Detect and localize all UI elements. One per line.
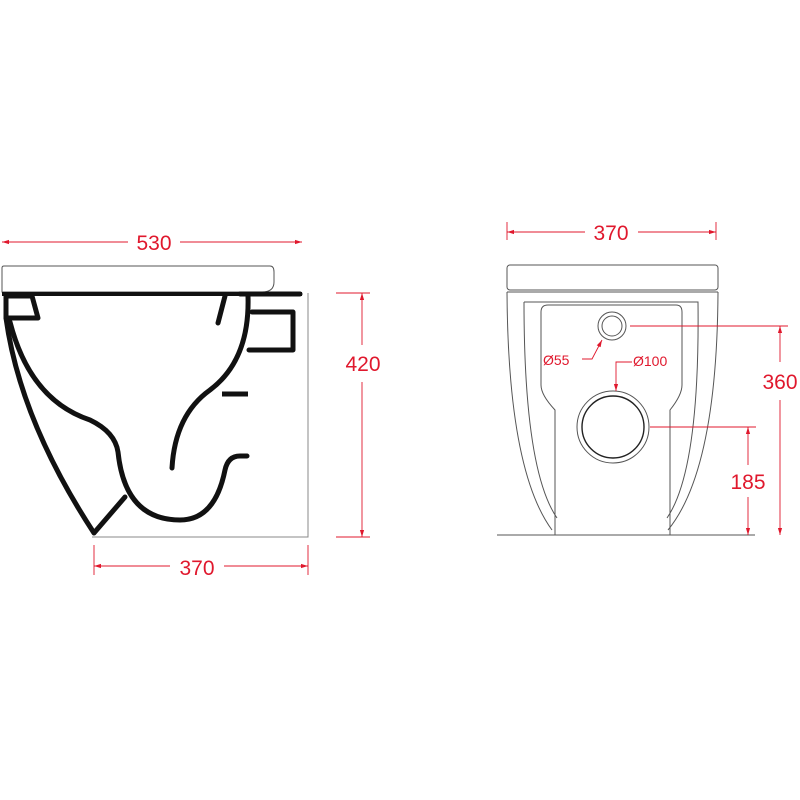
bowl-inner — [7, 319, 250, 523]
dim-420-label: 420 — [345, 353, 380, 376]
side-view: 530 420 370 — [1, 232, 381, 580]
dim-360-label: 360 — [762, 371, 797, 394]
outer-shell — [3, 315, 128, 536]
seat-lid-rear — [506, 264, 719, 291]
inlet-spigot — [246, 309, 296, 353]
body-inner-outline — [523, 301, 699, 519]
dim-185-label: 185 — [730, 471, 765, 494]
dim-370-rear-label: 370 — [593, 222, 628, 245]
trap-upper — [169, 293, 251, 471]
outlet-hole-inner — [581, 395, 645, 459]
inlet-hole-outer — [597, 311, 627, 341]
body-outline — [506, 291, 719, 531]
wall-box-outline — [92, 293, 309, 538]
outlet-hole-outer — [576, 390, 650, 464]
rear-panel — [540, 304, 683, 535]
inlet-hole-inner — [601, 315, 623, 337]
dim-370-side-label: 370 — [179, 557, 214, 580]
dim-100-label: Ø100 — [633, 353, 667, 369]
rim-left — [3, 293, 41, 321]
leader-55 — [582, 339, 603, 360]
rim-right — [215, 291, 303, 326]
dim-55-label: Ø55 — [543, 352, 570, 368]
leader-100 — [613, 361, 632, 391]
dim-530-label: 530 — [136, 232, 171, 255]
seat-lid-side — [1, 265, 275, 293]
rear-view: Ø55 Ø100 370 360 185 — [497, 222, 798, 536]
